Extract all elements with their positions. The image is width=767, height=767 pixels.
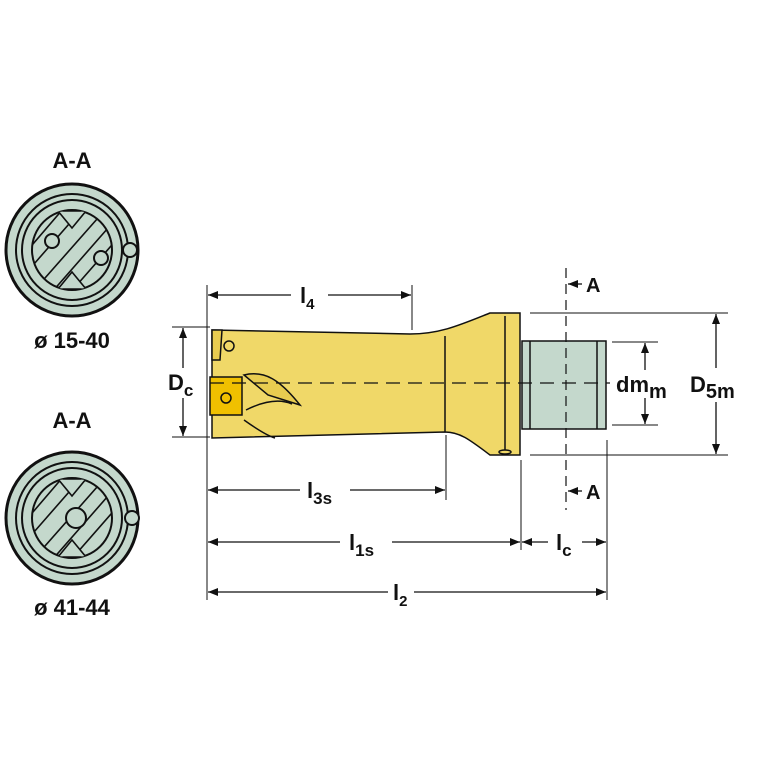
dim-l4: l4	[300, 283, 315, 313]
dim-d5m: D5m	[690, 372, 735, 403]
section-title-1: A-A	[52, 148, 91, 173]
dim-l1s: l1s	[349, 530, 374, 560]
section-marker-top: A	[586, 275, 600, 297]
shank	[521, 340, 607, 430]
section-marker-bottom: A	[586, 482, 600, 504]
cross-section-1	[4, 182, 140, 318]
dim-l3s: l3s	[307, 478, 332, 508]
dimension-lines	[179, 280, 720, 596]
drill-body	[209, 312, 607, 456]
dim-dmm: dmm	[616, 372, 667, 403]
extension-lines	[172, 285, 728, 600]
dim-dc: Dc	[168, 370, 193, 400]
section-range-2: ø 41-44	[34, 595, 111, 620]
dim-l2: l2	[393, 580, 407, 610]
section-range-1: ø 15-40	[34, 328, 110, 353]
cross-section-2	[4, 450, 140, 586]
dim-lc: lc	[556, 530, 572, 560]
section-title-2: A-A	[52, 408, 91, 433]
